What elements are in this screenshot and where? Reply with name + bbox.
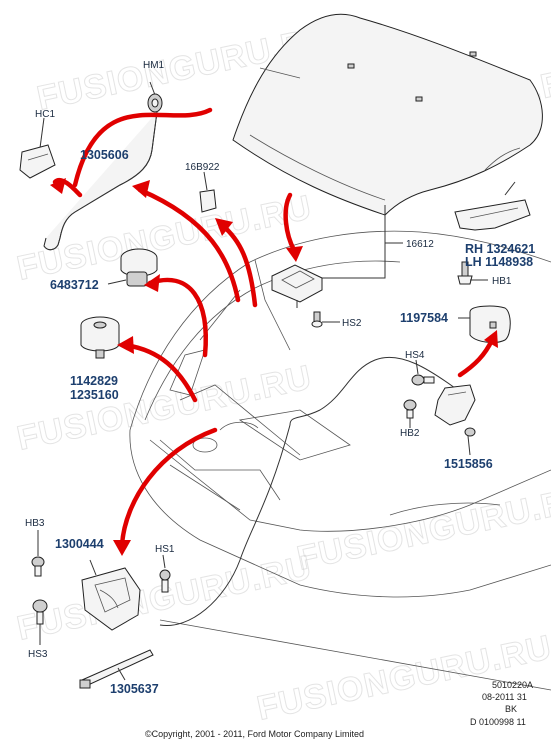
screw-hs4 xyxy=(411,359,435,386)
release-handle-1515856 xyxy=(434,384,476,456)
diagram-meta: 5010220A 08-2011 31 BK D 0100998 11 xyxy=(470,680,533,727)
label-1515856: 1515856 xyxy=(444,457,493,471)
clip-hc1 xyxy=(19,117,56,179)
label-hc1: HC1 xyxy=(35,109,55,120)
leader-16612 xyxy=(318,205,403,279)
car-body-outline xyxy=(129,230,551,691)
label-1235160: 1235160 xyxy=(70,388,119,402)
label-16612: 16612 xyxy=(406,239,434,250)
label-hs4: HS4 xyxy=(405,350,425,361)
label-1305637: 1305637 xyxy=(110,682,159,696)
bump-stop-1142829 xyxy=(80,316,120,359)
label-1300444: 1300444 xyxy=(55,537,104,551)
label-hb3: HB3 xyxy=(25,518,45,529)
hood-hinge xyxy=(454,181,531,231)
bolt-hb1 xyxy=(457,261,488,285)
label-lh: LH 1148938 xyxy=(465,255,533,269)
label-hs2: HS2 xyxy=(342,318,362,329)
grommet-hm1 xyxy=(147,93,163,113)
meta-line-4: D 0100998 11 xyxy=(470,717,526,727)
label-1197584: 1197584 xyxy=(400,311,448,325)
hood-latch-1300444 xyxy=(81,559,141,631)
screw-hb2 xyxy=(403,399,417,428)
buffer-6483712 xyxy=(107,248,158,287)
label-hb2: HB2 xyxy=(400,428,420,439)
meta-line-1: 5010220A xyxy=(492,680,533,690)
meta-line-2: 08-2011 31 xyxy=(482,692,527,702)
support-rod-1305637 xyxy=(79,649,154,689)
hood-prop-rod xyxy=(43,81,158,251)
red-arrows xyxy=(50,107,498,556)
meta-line-3: BK xyxy=(505,704,517,714)
copyright-text: ©Copyright, 2001 - 2011, Ford Motor Comp… xyxy=(145,729,364,739)
release-cable xyxy=(159,356,456,627)
hood-striker xyxy=(271,264,323,308)
bolt-hs2 xyxy=(311,311,340,328)
label-hb1: HB1 xyxy=(492,276,512,287)
label-rh: RH 1324621 xyxy=(465,242,535,256)
cable-cover-1197584 xyxy=(458,305,511,343)
bolt-hb3 xyxy=(31,530,45,577)
bolt-hs3 xyxy=(32,599,48,645)
label-hs1: HS1 xyxy=(155,544,175,555)
label-16b922: 16B922 xyxy=(185,162,220,173)
label-hm1: HM1 xyxy=(143,60,165,71)
label-6483712: 6483712 xyxy=(50,278,99,292)
label-1142829: 1142829 xyxy=(70,374,118,388)
bumper-16b922 xyxy=(199,171,217,213)
label-1305606: 1305606 xyxy=(80,148,129,162)
label-hs3: HS3 xyxy=(28,649,48,660)
watermark: FUSIONGURU.RU xyxy=(294,478,551,578)
screw-hs1 xyxy=(159,554,171,593)
part-labels: HM1 HC1 1305606 16B922 6483712 1142829 1… xyxy=(25,60,535,696)
watermark: FUSIONGURU.RU xyxy=(14,358,315,458)
